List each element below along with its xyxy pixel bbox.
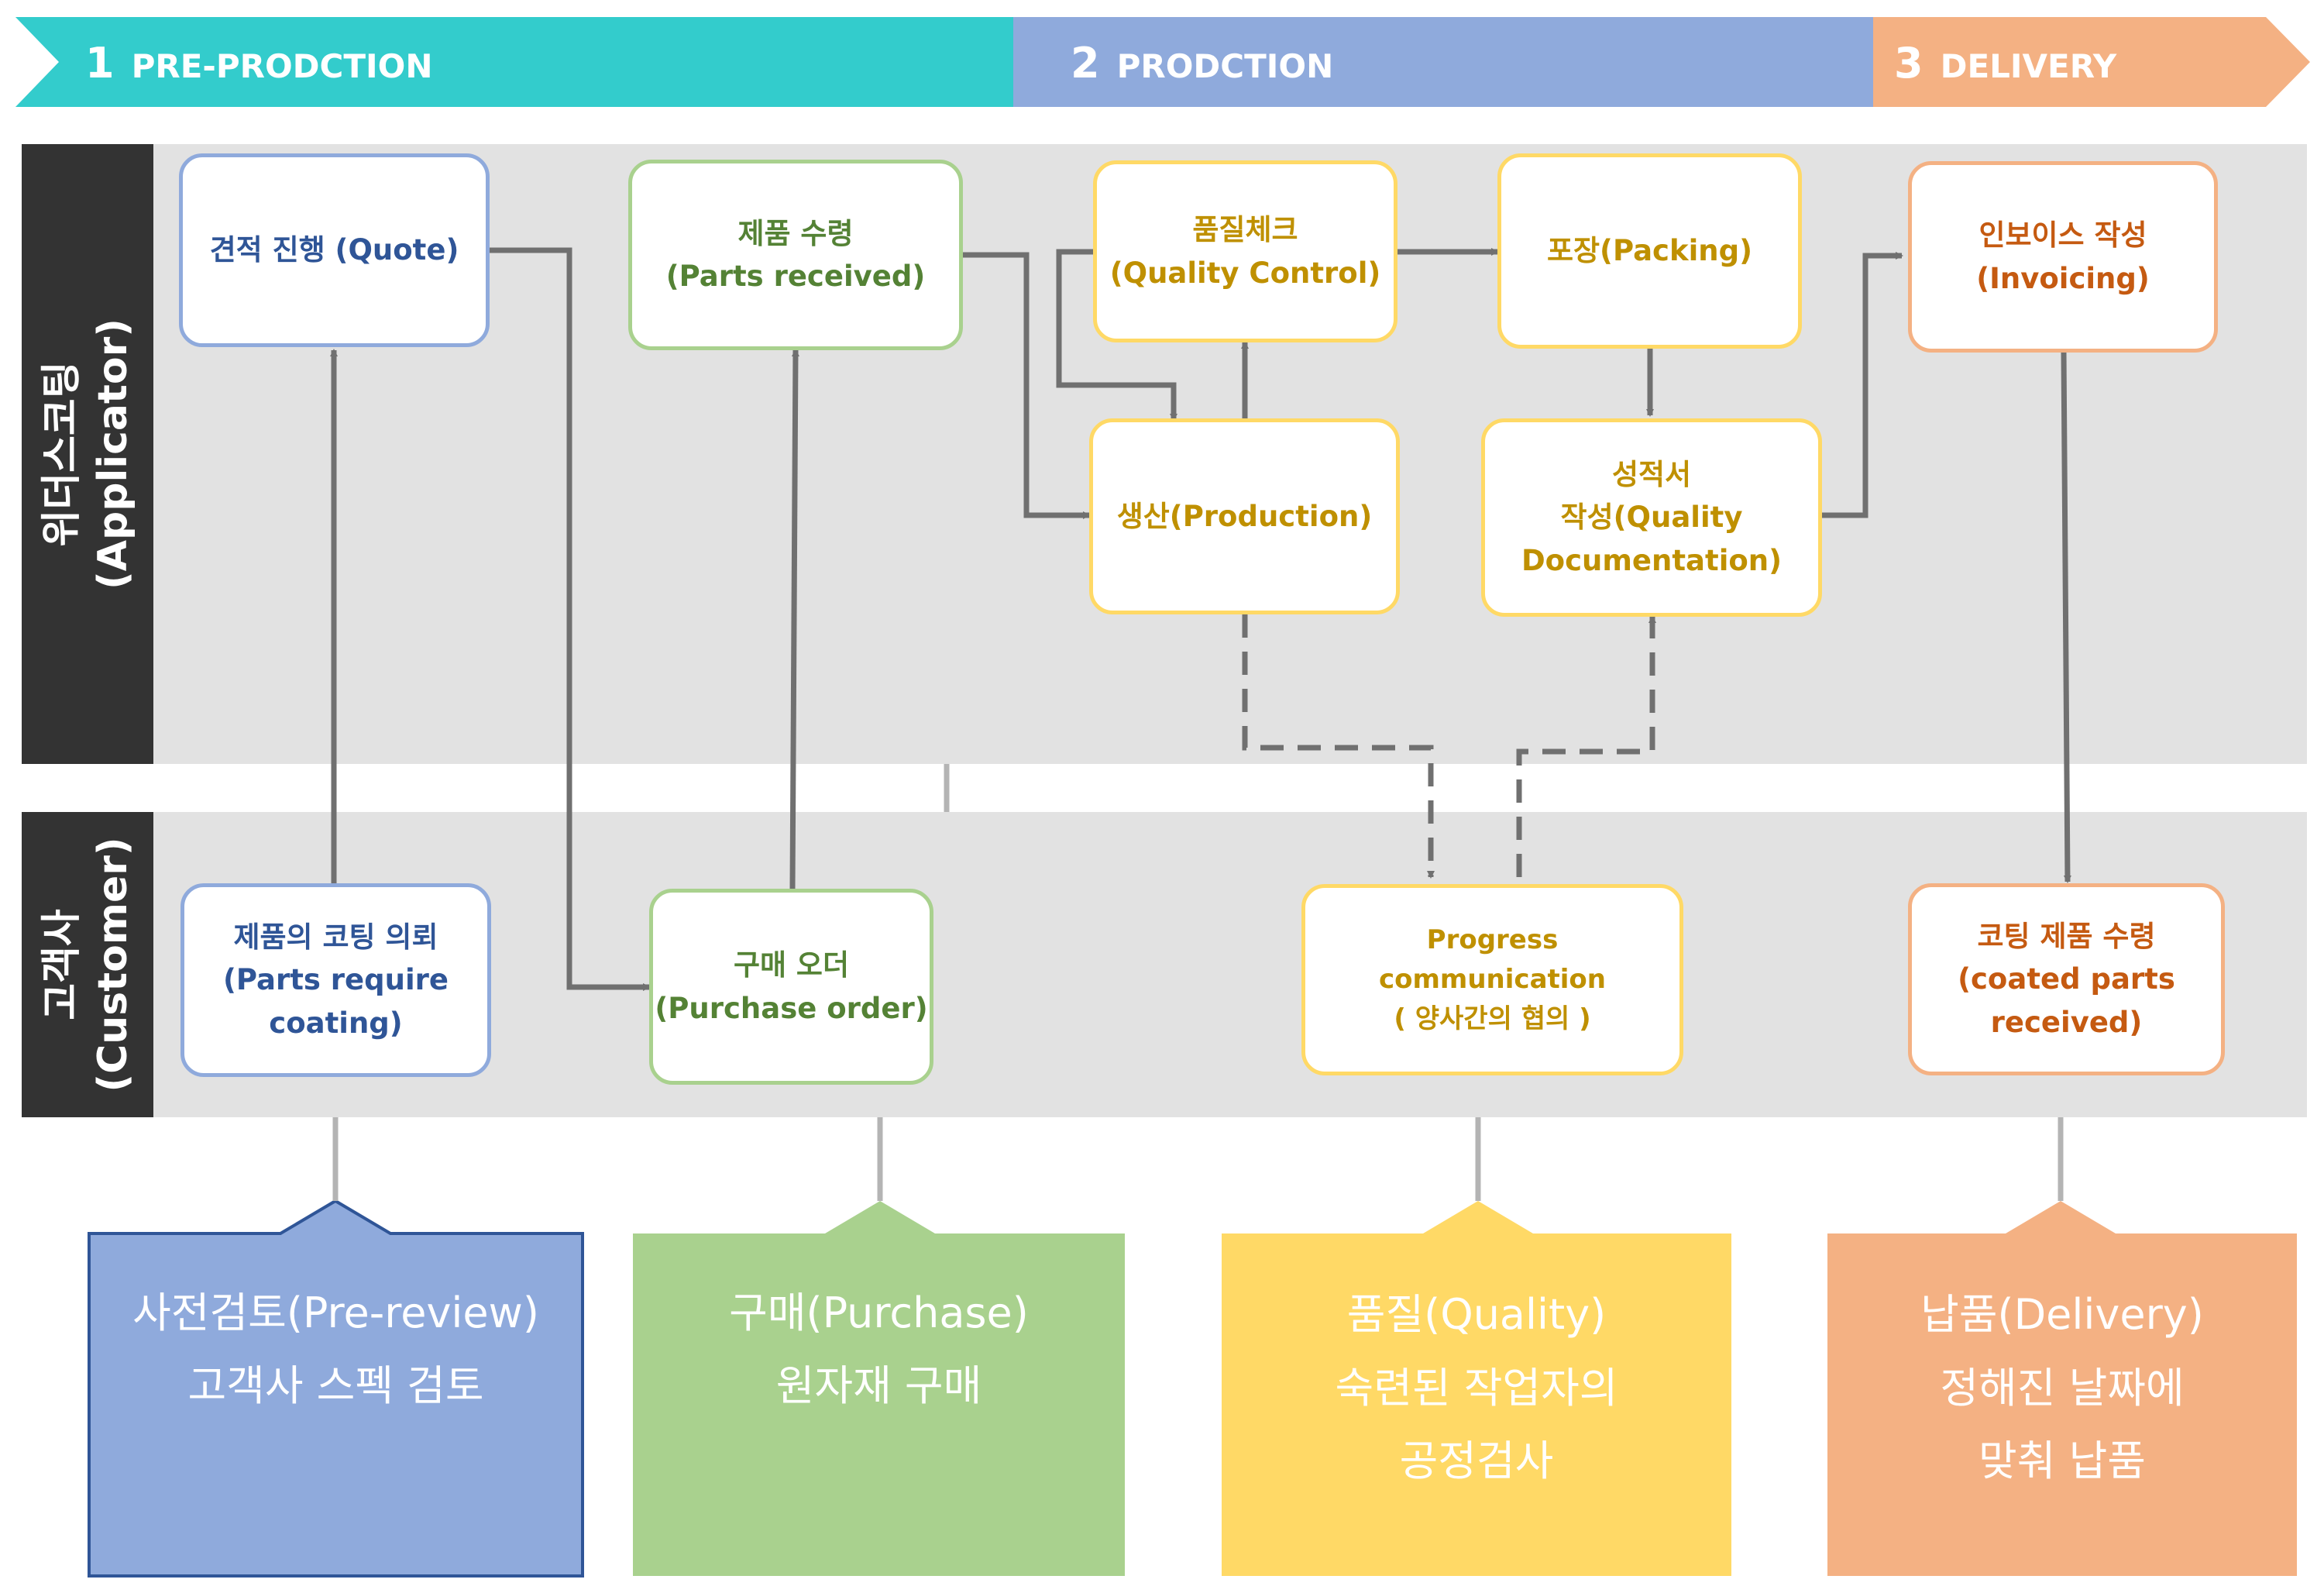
- phase-banner-delivery: [1873, 17, 2310, 107]
- box-label: (coated parts: [1958, 962, 2175, 996]
- phase-banner-production: [1013, 17, 1873, 107]
- callout-delivery-shape: [1827, 1201, 2297, 1576]
- dashed-progress-from-quality-doc: [1516, 615, 1656, 877]
- box-production: 생산(Production): [1089, 418, 1400, 614]
- arrow-invoicing-to-coated-received: [2061, 352, 2071, 883]
- lane-customer-header: [22, 812, 153, 1117]
- box-label: Documentation): [1521, 543, 1783, 577]
- callout-line: 구매(Purchase): [729, 1288, 1029, 1337]
- box-label: 견적 진행 (Quote): [209, 233, 459, 267]
- callout-line: 숙련된 작업자의: [1335, 1363, 1618, 1412]
- callout-line: 원자재 구매: [775, 1361, 982, 1410]
- arrow-quality-control-loop-to-production: [1056, 249, 1177, 421]
- arrow-parts-received-to-production: [963, 252, 1091, 519]
- box-label: 인보이스 작성: [1978, 218, 2147, 252]
- box-label: 작성(Quality: [1560, 501, 1743, 535]
- box-quality-control: 품질체크 (Quality Control): [1093, 160, 1397, 342]
- callout-line: 고객사 스펙 검토: [187, 1361, 484, 1410]
- box-label: received): [1990, 1005, 2143, 1039]
- box-quote: 견적 진행 (Quote): [179, 153, 490, 347]
- box-parts-received: 제품 수령 (Parts received): [628, 160, 963, 350]
- box-label: 성적서: [1611, 457, 1692, 491]
- callout-line: 정해진 날짜에: [1940, 1363, 2185, 1412]
- box-label: (Purchase order): [655, 991, 928, 1025]
- phase-number: 1: [85, 39, 115, 88]
- phase-banner-pre-production: [15, 17, 1013, 107]
- callout-delivery: 납품(Delivery) 정해진 날짜에 맞춰 납품: [1827, 1233, 2297, 1543]
- phase-label-delivery: 3 DELIVERY: [1894, 39, 2116, 88]
- box-purchase-order: 구매 오더 (Purchase order): [649, 889, 933, 1085]
- phase-name: PRE-PRODCTION: [131, 47, 433, 85]
- box-label: 생산(Production): [1116, 499, 1373, 533]
- box-label: Progress: [1426, 924, 1559, 955]
- box-label: 품질체크: [1192, 213, 1298, 246]
- dashed-production-to-progress: [1242, 614, 1435, 879]
- box-label: coating): [269, 1006, 403, 1040]
- box-quality-doc: 성적서 작성(Quality Documentation): [1481, 418, 1822, 617]
- callout-prereview-shape: [88, 1199, 584, 1578]
- box-progress-communication: Progress communication ( 양사간의 협의 ): [1301, 884, 1683, 1075]
- arrow-quality-doc-to-invoicing: [1822, 252, 1903, 518]
- box-invoicing: 인보이스 작성 (Invoicing): [1908, 161, 2218, 353]
- box-packing: 포장(Packing): [1497, 153, 1802, 349]
- box-label: ( 양사간의 협의 ): [1394, 1003, 1591, 1034]
- phase-name: PRODCTION: [1116, 47, 1334, 85]
- box-parts-require-coating: 제품의 코팅 의뢰 (Parts require coating): [180, 883, 491, 1077]
- callout-line: 품질(Quality): [1346, 1290, 1607, 1340]
- callout-prereview: 사전검토(Pre-review) 고객사 스펙 검토: [89, 1233, 583, 1466]
- box-label: communication: [1378, 964, 1606, 995]
- callout-line: 납품(Delivery): [1920, 1290, 2204, 1340]
- phase-number: 2: [1071, 39, 1100, 88]
- box-label: (Parts received): [665, 260, 926, 293]
- phase-label-pre-production: 1 PRE-PRODCTION: [85, 39, 432, 88]
- arrow-quote-to-purchase-order: [490, 247, 651, 991]
- callout-line: 공정검사: [1399, 1436, 1554, 1486]
- phase-name: DELIVERY: [1940, 47, 2117, 85]
- box-coated-parts-received: 코팅 제품 수령 (coated parts received): [1908, 883, 2225, 1075]
- callout-purchase-shape: [633, 1201, 1125, 1576]
- box-label: (Quality Control): [1109, 256, 1381, 290]
- box-label: 포장(Packing): [1546, 234, 1753, 268]
- box-label: 제품의 코팅 의뢰: [233, 920, 438, 954]
- callout-purchase: 구매(Purchase) 원자재 구매: [633, 1233, 1125, 1466]
- callout-line: 맞춰 납품: [1978, 1436, 2146, 1486]
- box-label: (Parts require: [222, 963, 449, 997]
- box-label: 제품 수령: [737, 216, 854, 250]
- callout-quality-shape: [1222, 1201, 1731, 1576]
- lane-applicator-header: [22, 144, 153, 764]
- phase-label-production: 2 PRODCTION: [1071, 39, 1333, 88]
- arrow-purchase-order-to-parts-received: [789, 349, 799, 889]
- phase-number: 3: [1894, 39, 1923, 88]
- callout-quality: 품질(Quality) 숙련된 작업자의 공정검사: [1222, 1233, 1731, 1543]
- box-label: 구매 오더: [733, 948, 850, 982]
- box-label: 코팅 제품 수령: [1977, 919, 2156, 953]
- box-label: (Invoicing): [1976, 261, 2150, 295]
- callout-line: 사전검토(Pre-review): [132, 1288, 539, 1337]
